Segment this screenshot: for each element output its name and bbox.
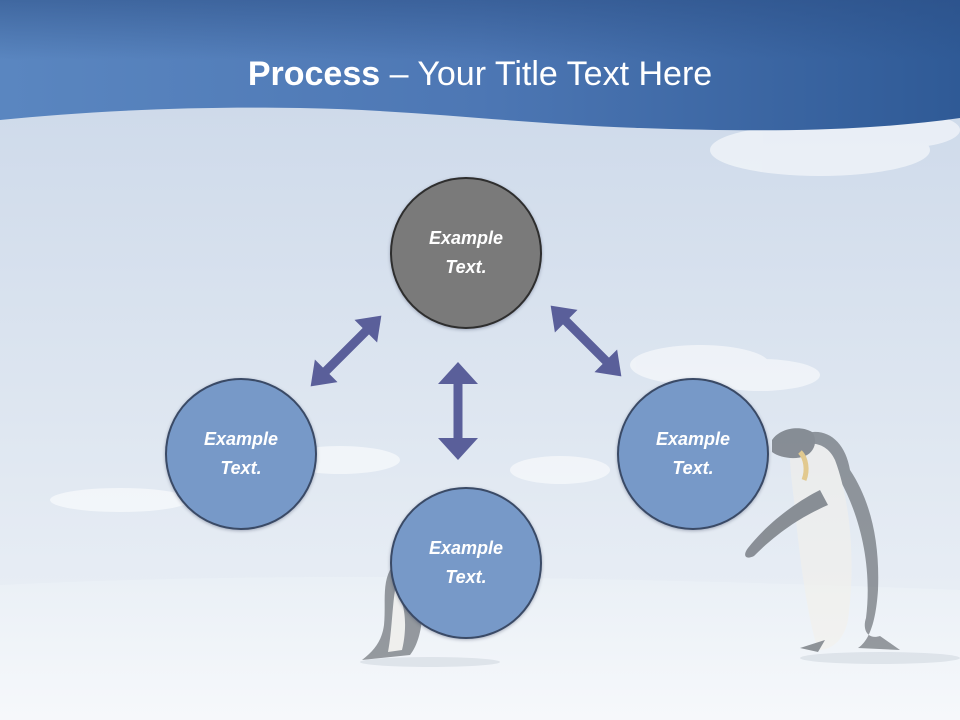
node-text-line2: Text.	[672, 458, 714, 478]
node-text-line1: Example	[428, 538, 504, 558]
title-rest: – Your Title Text Here	[380, 55, 713, 93]
slide-title: Process – Your Title Text Here	[0, 52, 960, 96]
snow-ground	[0, 576, 960, 720]
node-text-line2: Text.	[445, 257, 487, 277]
double-arrow-icon	[438, 362, 478, 460]
node-text-line2: Text.	[445, 567, 487, 587]
node-text-line1: Example	[428, 228, 504, 248]
title-bold: Process	[247, 55, 381, 93]
node-text-line1: Example	[203, 429, 279, 449]
double-arrow-icon	[550, 305, 622, 377]
penguin-icon	[745, 428, 960, 664]
node-text-line2: Text.	[220, 458, 262, 478]
node-text-line1: Example	[655, 429, 731, 449]
double-arrow-icon	[310, 315, 382, 387]
